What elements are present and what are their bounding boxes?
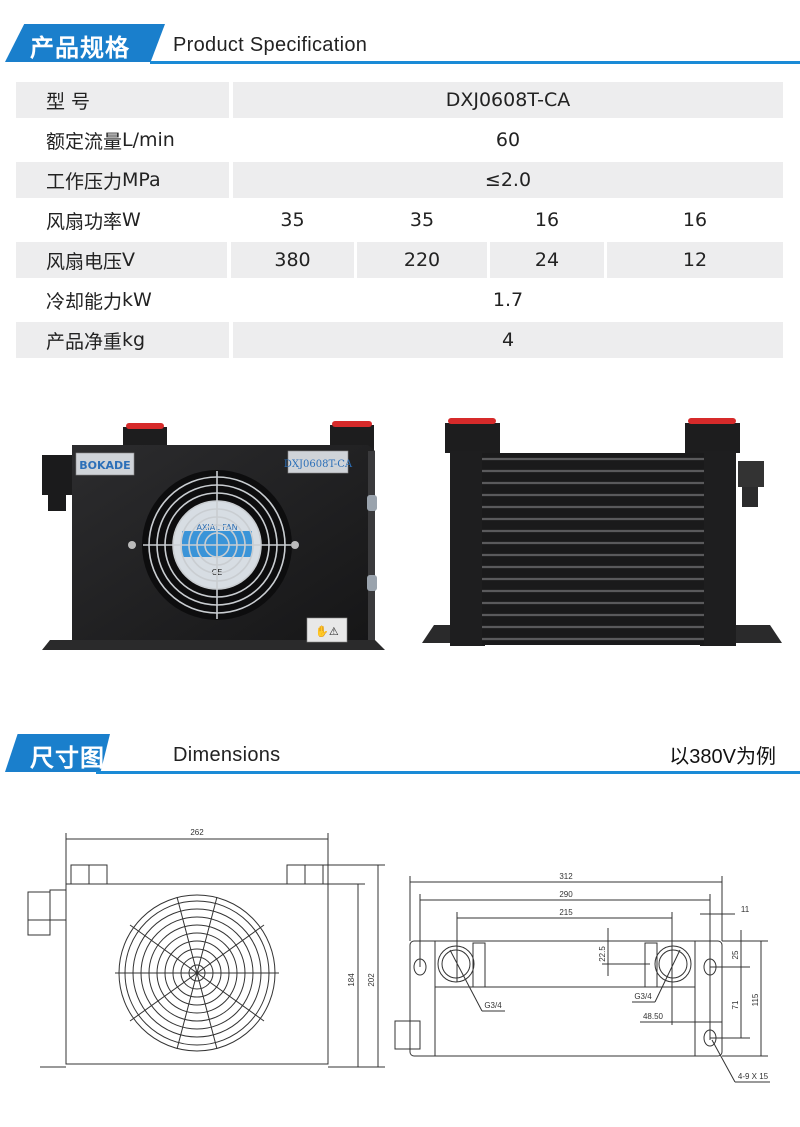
row-label: 风扇功率 W — [46, 209, 141, 233]
dimension-note: 以380V为例 — [669, 746, 776, 768]
warning-icon: ✋⚠ — [315, 625, 339, 638]
pressure-value: ≤2.0 — [233, 162, 783, 198]
spec-row-weight: 产品净重 kg 4 — [16, 322, 783, 362]
model-value: DXJ0608T-CA — [233, 82, 783, 118]
dim-port-offset: 22.5 — [598, 946, 607, 962]
spec-row-flow: 额定流量 L/min 60 — [16, 122, 783, 162]
cooling-fins-icon — [482, 457, 704, 641]
fan-voltage-value: 24 — [490, 242, 604, 278]
dimension-banner — [5, 734, 110, 772]
product-photo-side — [422, 418, 782, 646]
product-photo-front: BOKADE DXJ0608T-CA AXIAL FAN CE ✋⚠ — [42, 421, 385, 650]
dimension-drawing-top: 312 290 215 11 22.5 G3/4 G3/4 48.50 25 7… — [394, 872, 770, 1083]
fan-voltage-value: 220 — [357, 242, 487, 278]
port-label-right: G3/4 — [634, 992, 652, 1001]
dim-width: 262 — [190, 828, 204, 837]
row-label: 额定流量 L/min — [46, 129, 175, 153]
row-label: 型 号 — [16, 82, 229, 118]
fan-power-value: 16 — [534, 209, 560, 231]
fan-power-value: 35 — [280, 209, 305, 231]
dimension-title-en: Dimensions — [173, 744, 281, 766]
section-divider — [96, 771, 800, 774]
cooling-value: 1.7 — [492, 289, 524, 311]
dimension-title-cn: 尺寸图 — [30, 744, 105, 772]
dimension-drawing-front: 262 184 202 — [27, 828, 385, 1068]
dim-hole-vertical: 71 — [731, 1000, 740, 1009]
row-label: 产品净重 kg — [16, 322, 229, 358]
dim-hole-spacing: 290 — [559, 890, 573, 899]
fan-guard-icon — [143, 471, 291, 619]
spec-table: 型 号 DXJ0608T-CA 额定流量 L/min 60 工作压力 MPa ≤… — [16, 82, 783, 362]
dim-edge-offset: 11 — [741, 905, 750, 914]
flow-value: 60 — [495, 129, 521, 151]
section-divider — [150, 61, 800, 64]
fan-voltage-value: 380 — [231, 242, 354, 278]
dim-hole-spec: 4-9 X 15 — [738, 1072, 769, 1081]
spec-section-header: 产品规格 Product Specification — [0, 22, 800, 72]
fan-power-value: 16 — [682, 209, 708, 231]
dim-overall-width: 115 — [751, 993, 760, 1006]
dimension-section-header: 尺寸图 Dimensions 以380V为例 — [0, 732, 800, 782]
fan-voltage-value: 12 — [607, 242, 783, 278]
dim-port-spacing: 215 — [559, 908, 573, 917]
model-label: DXJ0608T-CA — [284, 459, 353, 470]
spec-row-model: 型 号 DXJ0608T-CA — [16, 82, 783, 122]
dim-overall-length: 312 — [559, 872, 573, 881]
spec-row-pressure: 工作压力 MPa ≤2.0 — [16, 162, 783, 202]
port-label-left: G3/4 — [484, 1001, 502, 1010]
spec-row-fan-voltage: 风扇电压 V 380 220 24 12 — [16, 242, 783, 282]
spec-row-fan-power: 风扇功率 W 35 35 16 16 — [16, 202, 783, 242]
dim-hole-top: 25 — [731, 950, 740, 959]
spec-banner — [5, 24, 165, 62]
row-label: 冷却能力 kW — [46, 289, 152, 313]
fan-power-value: 35 — [409, 209, 435, 231]
spec-title-en: Product Specification — [173, 34, 368, 56]
spec-title-cn: 产品规格 — [30, 34, 130, 62]
dim-port-to-hole: 48.50 — [643, 1012, 664, 1021]
row-label: 风扇电压 V — [16, 242, 227, 278]
weight-value: 4 — [233, 322, 783, 358]
spec-row-cooling: 冷却能力 kW 1.7 — [16, 282, 783, 322]
row-label: 工作压力 MPa — [16, 162, 229, 198]
brand-label: BOKADE — [79, 459, 130, 472]
dim-height-total: 202 — [367, 973, 376, 987]
dim-height-body: 184 — [347, 973, 356, 987]
